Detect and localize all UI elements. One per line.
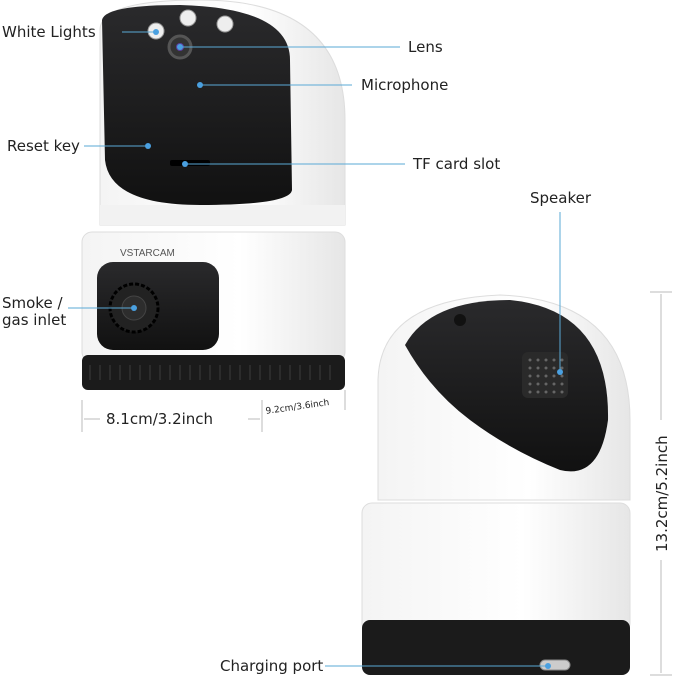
white-light-2: [179, 9, 197, 27]
tf-card-slot: [170, 160, 210, 166]
label-lens: Lens: [408, 38, 443, 56]
label-speaker: Speaker: [530, 189, 592, 207]
dimension-width: 8.1cm/3.2inch: [106, 410, 214, 428]
leader-lines: [68, 31, 561, 667]
label-microphone: Microphone: [361, 76, 449, 94]
dimension-height: 13.2cm/5.2inch: [653, 435, 671, 552]
label-smoke-line1: Smoke /: [2, 294, 63, 312]
white-light-3: [216, 15, 234, 33]
brand-logo: VSTARCAM: [120, 248, 175, 259]
camera-front-view: VSTARCAM: [81, 0, 346, 390]
dimension-lines: [81, 291, 672, 676]
charging-port: [539, 659, 571, 671]
label-smoke-gas-inlet: Smoke / gas inlet: [2, 295, 66, 329]
label-tf-card-slot: TF card slot: [413, 155, 501, 173]
camera-back-view: [361, 294, 631, 675]
label-white-lights: White Lights: [2, 23, 96, 41]
label-reset-key: Reset key: [7, 137, 80, 155]
label-smoke-line2: gas inlet: [2, 311, 67, 329]
label-charging-port: Charging port: [220, 657, 324, 675]
